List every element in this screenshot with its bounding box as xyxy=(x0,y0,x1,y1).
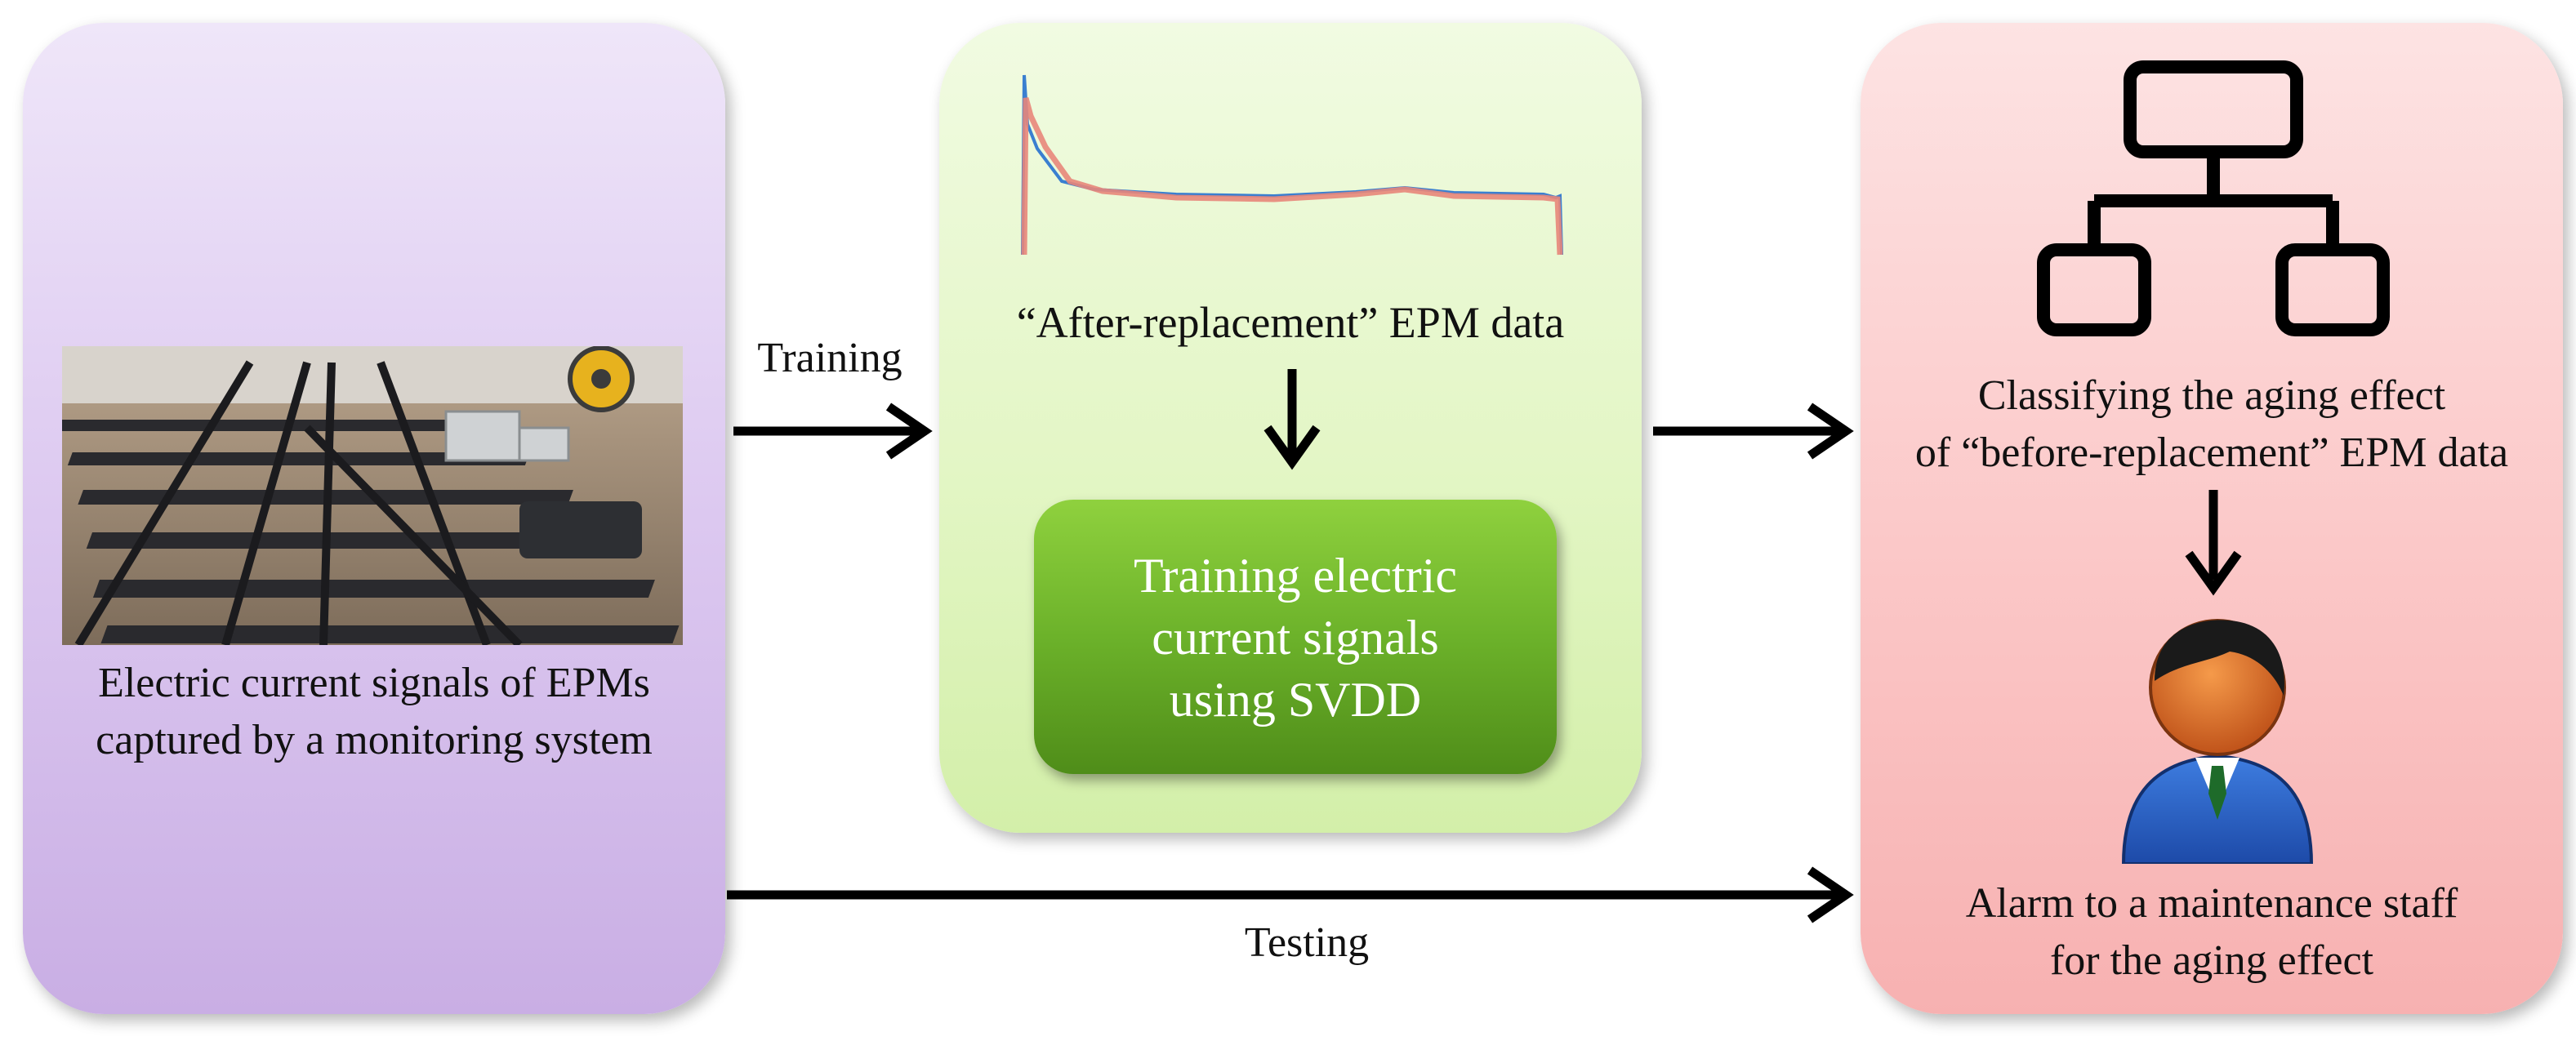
svdd-training-label: Training electric current signals using … xyxy=(1133,549,1457,727)
training-to-classify-arrow xyxy=(1653,403,1854,460)
signal-series-red xyxy=(1021,97,1563,256)
classify-caption-line-2: of “before-replacement” EPM data xyxy=(1914,429,2509,476)
rails xyxy=(74,360,523,645)
training-edge-label: Training xyxy=(757,335,902,381)
alarm-caption-line-1: Alarm to a maintenance staff xyxy=(1965,880,2458,927)
signal-series-blue xyxy=(1021,74,1563,256)
current-signal-plot xyxy=(1021,74,1563,256)
capture-caption-line-2: captured by a monitoring system xyxy=(96,717,653,763)
maintenance-staff-icon xyxy=(2121,619,2314,864)
testing-edge-label: Testing xyxy=(1244,919,1370,966)
testing-arrow xyxy=(727,866,1854,923)
svdd-training-box: Training electric current signals using … xyxy=(1034,500,1557,774)
alarm-caption-line-2: for the aging effect xyxy=(2049,937,2374,984)
training-arrow xyxy=(733,403,933,460)
capture-caption-line-1: Electric current signals of EPMs xyxy=(98,660,650,706)
railway-switch-photo xyxy=(62,346,683,645)
hierarchy-icon xyxy=(2037,60,2390,336)
after-replacement-caption: “After-replacement” EPM data xyxy=(1016,298,1565,347)
switch-machine xyxy=(444,346,642,558)
classify-caption-line-1: Classifying the aging effect xyxy=(1977,372,2446,419)
